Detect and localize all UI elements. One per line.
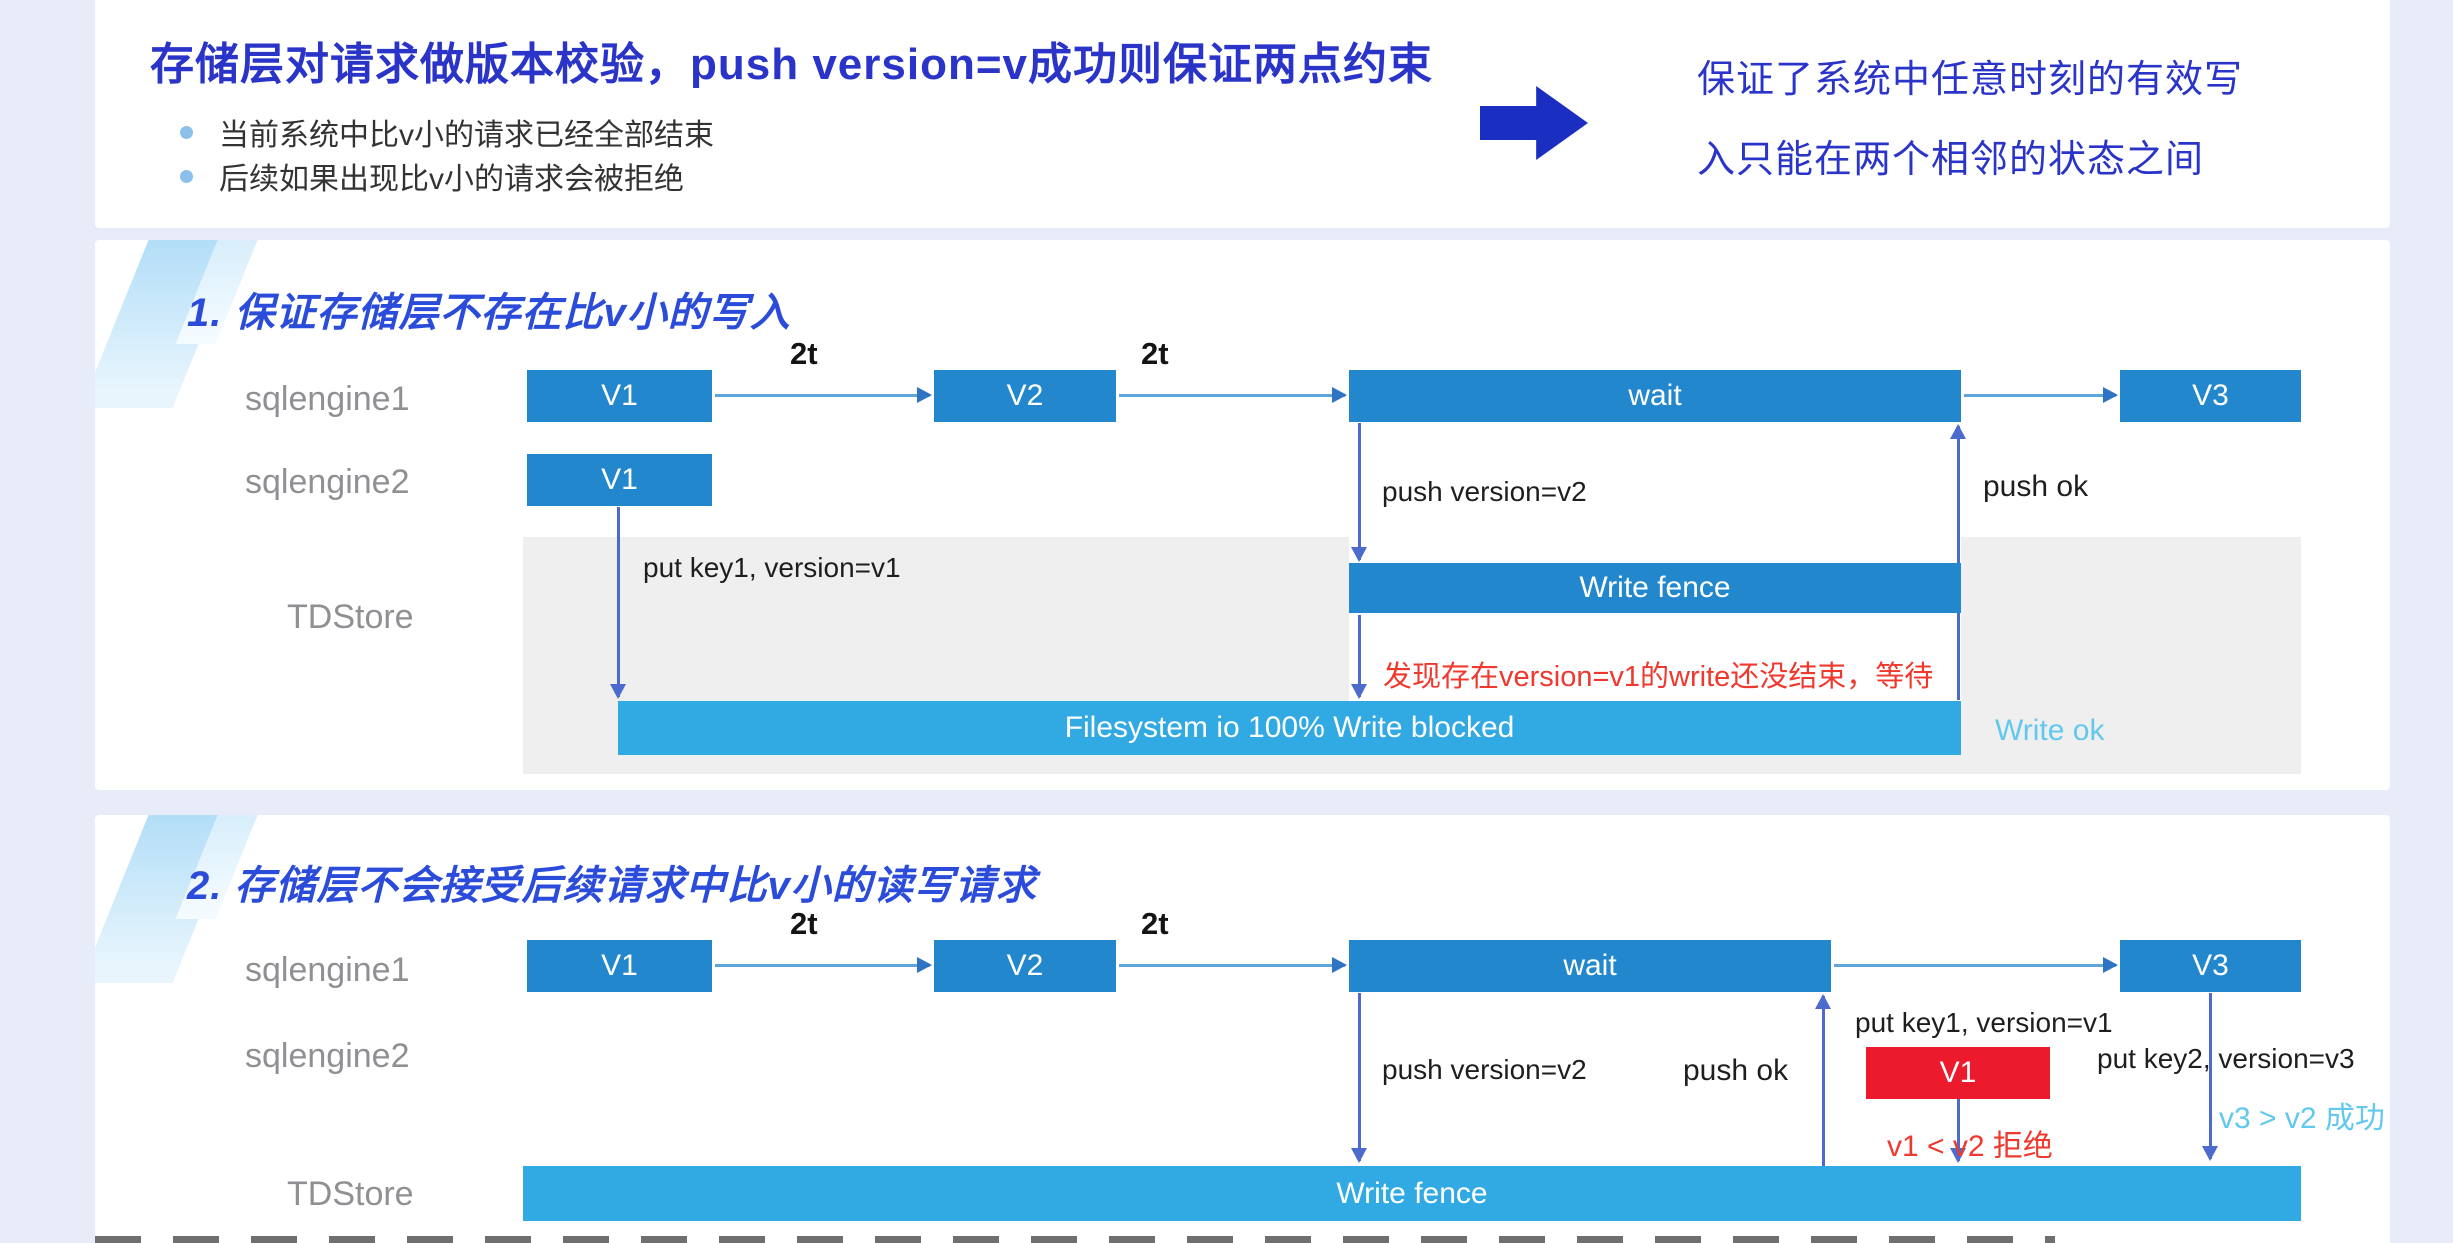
bullet-dot-icon: [180, 125, 193, 139]
timeline-arrow: [1119, 957, 1347, 973]
lane-label-sqlengine1: sqlengine1: [245, 951, 410, 989]
accepted-put-arrow: [2202, 993, 2218, 1161]
interval-label: 2t: [1141, 906, 1169, 941]
interval-label: 2t: [1141, 336, 1169, 371]
wait-warning-text: 发现存在version=v1的write还没结束，等待: [1383, 661, 1934, 693]
conclusion-line: 保证了系统中任意时刻的有效写: [1697, 59, 2244, 101]
push-version-label: push version=v2: [1382, 1054, 1587, 1085]
lane-label-sqlengine2: sqlengine2: [245, 1037, 410, 1075]
state-box-v2: V2: [934, 370, 1116, 422]
bullet-item: 当前系统中比v小的请求已经全部结束: [180, 110, 714, 154]
section2-title: 2. 存储层不会接受后续请求中比v小的读写请求: [187, 864, 1037, 908]
fence-check-arrow: [1351, 615, 1367, 699]
bullet-dot-icon: [180, 169, 193, 183]
section1-card: 1. 保证存储层不存在比v小的写入 sqlengine1 sqlengine2 …: [95, 240, 2390, 790]
success-label: v3 > v2 成功: [2219, 1102, 2385, 1135]
timeline-arrow: [715, 957, 932, 973]
push-ok-arrow: [1815, 994, 1831, 1166]
write-fence-bar: Write fence: [523, 1166, 2301, 1221]
section1-title: 1. 保证存储层不存在比v小的写入: [187, 291, 791, 335]
banner-title: 存储层对请求做版本校验，push version=v成功则保证两点约束: [150, 40, 1434, 89]
bullet-item: 后续如果出现比v小的请求会被拒绝: [180, 154, 684, 198]
put-request-arrow: [610, 507, 626, 699]
push-ok-label: push ok: [1683, 1054, 1789, 1087]
wait-box: wait: [1349, 940, 1831, 992]
state-box-v1: V1: [527, 370, 712, 422]
lane-label-sqlengine2: sqlengine2: [245, 463, 410, 501]
state-box-v3: V3: [2120, 940, 2301, 992]
lane-label-sqlengine1: sqlengine1: [245, 380, 410, 418]
section2-card: 2. 存储层不会接受后续请求中比v小的读写请求 sqlengine1 sqlen…: [95, 815, 2390, 1243]
reject-label: v1 < v2 拒绝: [1887, 1130, 2053, 1163]
bullet-text: 后续如果出现比v小的请求会被拒绝: [219, 163, 684, 196]
push-version-arrow: [1351, 993, 1367, 1163]
push-version-arrow: [1351, 423, 1367, 562]
lane-label-tdstore: TDStore: [287, 1175, 414, 1213]
push-ok-label: push ok: [1983, 470, 2089, 503]
timeline-arrow: [1964, 387, 2118, 403]
push-version-label: push version=v2: [1382, 476, 1587, 507]
implies-arrow-icon: [1480, 86, 1588, 160]
timeline-arrow: [715, 387, 932, 403]
timeline-arrow: [1119, 387, 1347, 403]
write-ok-label: Write ok: [1995, 714, 2105, 747]
state-box-v2: V2: [934, 940, 1116, 992]
put-key1-label: put key1, version=v1: [1855, 1007, 2113, 1038]
rejected-v1-box: V1: [1866, 1047, 2050, 1099]
filesystem-blocked-bar: Filesystem io 100% Write blocked: [618, 701, 1961, 755]
put-key-label: put key1, version=v1: [643, 552, 901, 583]
state-box-v3: V3: [2120, 370, 2301, 422]
wait-box: wait: [1349, 370, 1961, 422]
write-fence-box: Write fence: [1349, 563, 1961, 613]
state-box-v1: V1: [527, 940, 712, 992]
state-box-v1-engine2: V1: [527, 454, 712, 506]
interval-label: 2t: [790, 336, 818, 371]
lane-label-tdstore: TDStore: [287, 598, 414, 636]
timeline-arrow: [1834, 957, 2118, 973]
conclusion-line: 入只能在两个相邻的状态之间: [1697, 139, 2205, 181]
bullet-text: 当前系统中比v小的请求已经全部结束: [219, 119, 714, 152]
interval-label: 2t: [790, 906, 818, 941]
rejected-put-arrow: [1950, 1099, 1966, 1163]
put-key2-label: put key2, version=v3: [2097, 1043, 2355, 1074]
bottom-cutoff-dashes: [95, 1236, 2055, 1243]
banner-card: 存储层对请求做版本校验，push version=v成功则保证两点约束 当前系统…: [95, 0, 2390, 228]
